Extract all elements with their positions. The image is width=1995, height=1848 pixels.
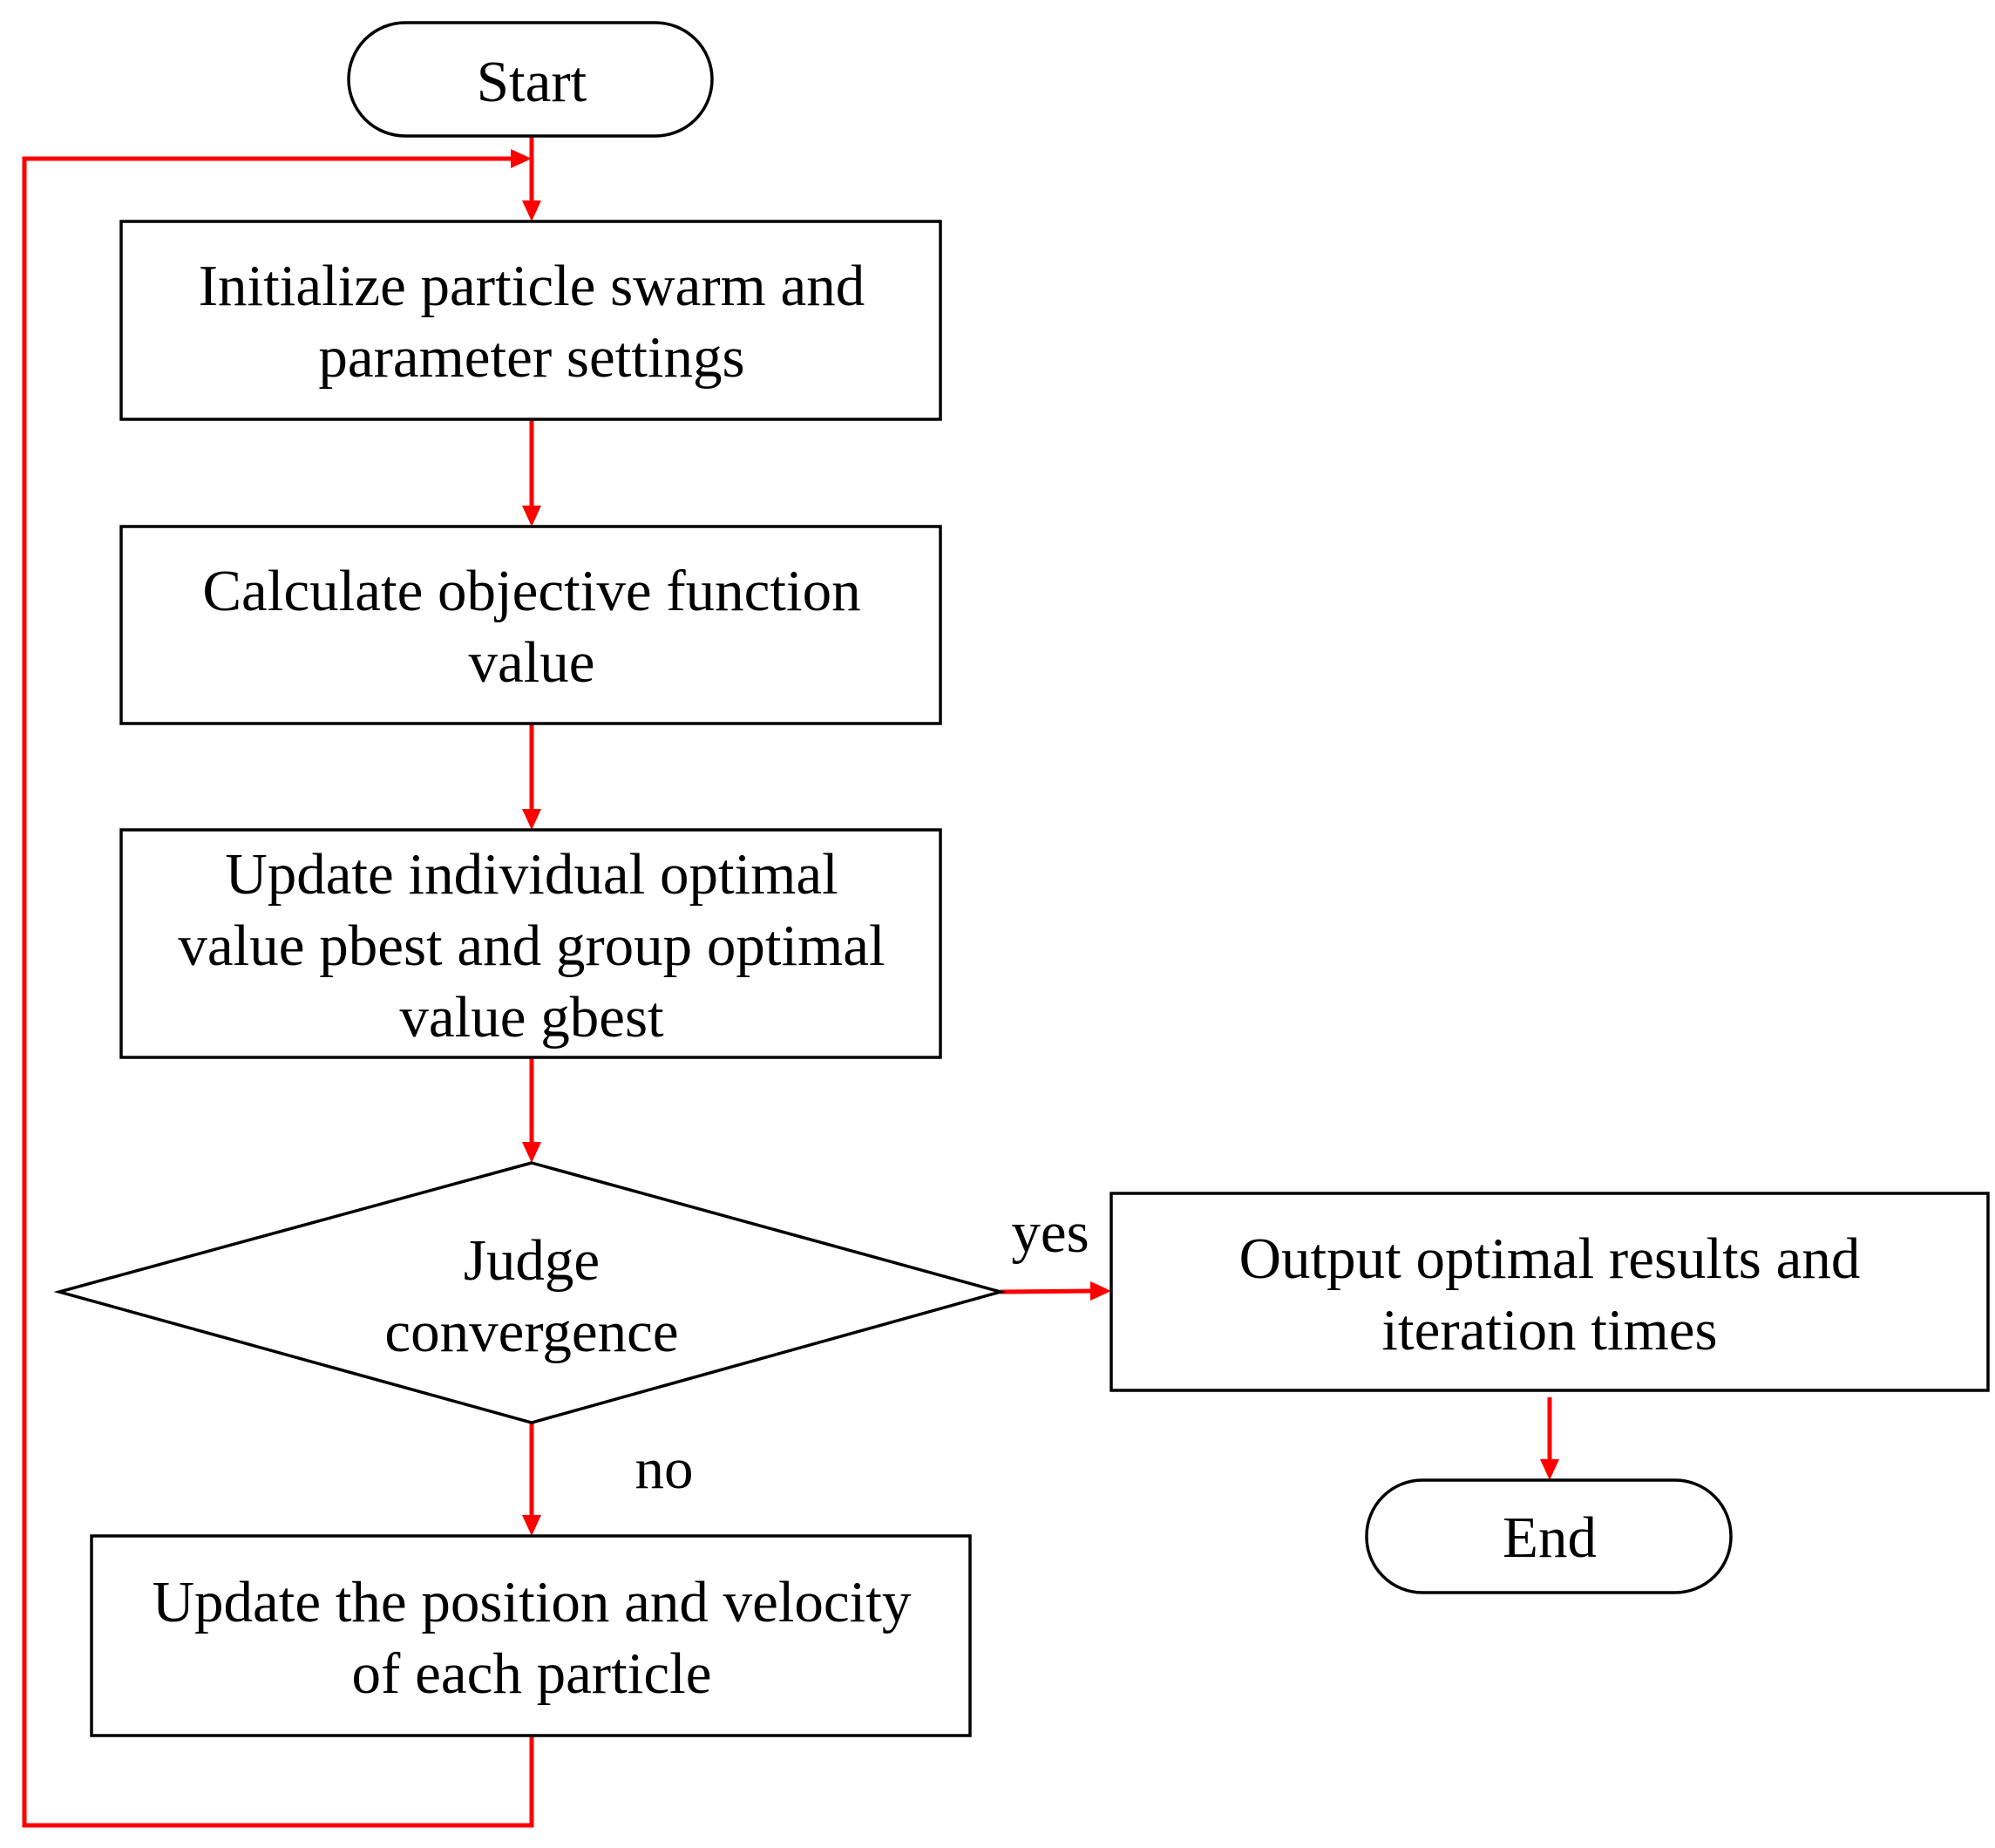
arrowhead-output-to-end: [1540, 1459, 1559, 1480]
update-position-box: [90, 1534, 972, 1737]
judge-decision: [53, 1161, 1007, 1424]
output-label-line-2: iteration times: [1381, 1298, 1717, 1362]
judge-label-line-2: convergence: [384, 1300, 678, 1364]
calculate-label-line-1: Calculate objective function: [202, 559, 860, 623]
output-box: [1109, 1192, 1990, 1392]
calculate-label-line-2: value: [468, 630, 594, 695]
update-position-label-line-2: of each particle: [352, 1641, 712, 1706]
judge-label-line-1: Judge: [464, 1228, 600, 1293]
arrowhead-loop-back: [511, 149, 532, 168]
edge-loop-back: [22, 156, 534, 1828]
start-terminal: [347, 21, 714, 138]
end-label: End: [1503, 1505, 1597, 1570]
initialize-label-line-1: Initialize particle swarm and: [199, 254, 865, 318]
update-best-label-line-3: value gbest: [399, 985, 664, 1050]
arrowhead-initialize-to-calculate: [522, 506, 541, 527]
edge-judge-to-output: [1000, 1288, 1093, 1294]
arrowhead-judge-to-output: [1090, 1281, 1111, 1301]
arrowhead-start-to-initialize: [522, 200, 541, 221]
yes-label: yes: [1011, 1200, 1089, 1265]
arrowhead-calculate-to-update-best: [522, 809, 541, 830]
initialize-box: [119, 220, 942, 421]
no-label: no: [635, 1437, 694, 1501]
start-label: Start: [477, 50, 587, 114]
update-position-label-line-1: Update the position and velocity: [153, 1570, 912, 1634]
initialize-label-line-2: parameter settings: [318, 325, 744, 390]
flowchart-nodes: Start Initialize particle swarm and para…: [53, 21, 1990, 1737]
flowchart-edges: [22, 136, 1559, 1828]
arrowhead-judge-to-update-position: [522, 1515, 541, 1536]
flowchart-edge-labels: yes no: [635, 1200, 1089, 1501]
update-best-box: [119, 828, 942, 1059]
calculate-box: [119, 525, 942, 725]
update-best-label-line-1: Update individual optimal: [225, 842, 838, 907]
arrowhead-update-best-to-judge: [522, 1142, 541, 1163]
end-terminal: [1365, 1478, 1733, 1594]
output-label-line-1: Output optimal results and: [1239, 1226, 1861, 1291]
update-best-label-line-2: value pbest and group optimal: [178, 914, 885, 978]
